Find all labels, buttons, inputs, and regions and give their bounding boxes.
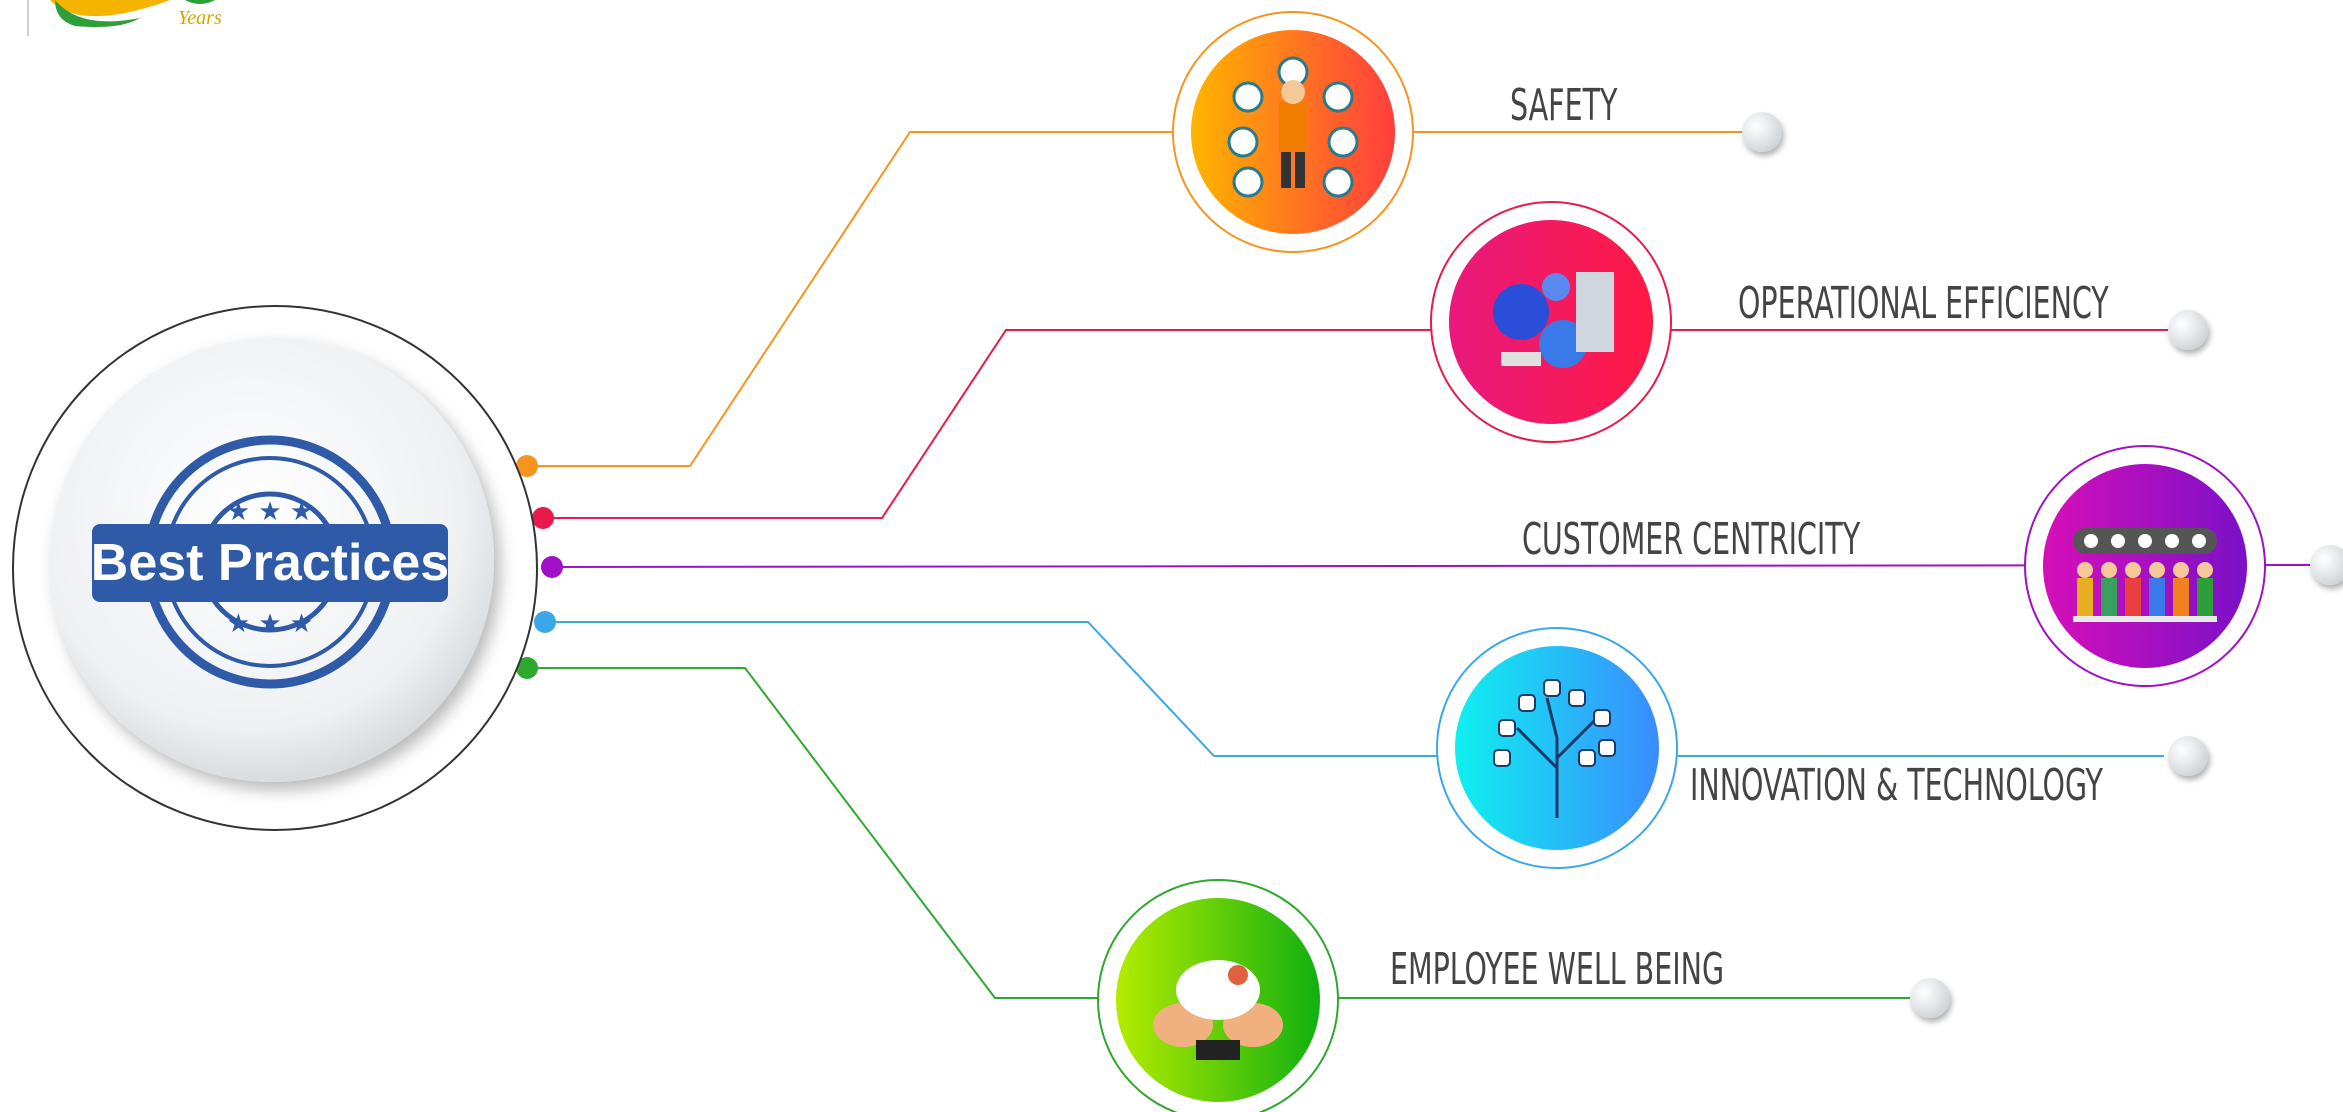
topic-disc-customer-centricity: [2043, 464, 2247, 668]
hub-title: Best Practices: [91, 534, 449, 592]
connector-customer-centricity: [551, 564, 2319, 568]
connector-dot-innovation-technology: [534, 611, 556, 633]
gears-efficiency-icon: [1493, 272, 1614, 368]
logo-caption: Years: [178, 7, 222, 29]
connector-dot-operational-efficiency: [532, 507, 554, 529]
endpoint-knob-customer-centricity: [2310, 545, 2343, 585]
endpoint-knob-safety: [1742, 112, 1782, 152]
topic-label-operational-efficiency: OPERATIONAL EFFICIENCY: [1738, 278, 2109, 329]
worker-safety-gear-icon: [1227, 56, 1359, 198]
connector-dot-employee-well-being: [516, 657, 538, 679]
endpoint-knob-innovation-technology: [2168, 736, 2208, 776]
customer-rating-stars-icon: [2073, 528, 2217, 622]
topic-node-operational-efficiency: [1430, 201, 1672, 443]
hub-node: ★ ★ ★ ★ ★ ★ Best Practices: [12, 305, 538, 831]
topic-label-customer-centricity: CUSTOMER CENTRICITY: [1522, 514, 1861, 565]
connector-innovation-technology: [545, 621, 2164, 757]
endpoint-knob-operational-efficiency: [2168, 310, 2208, 350]
topic-node-innovation-technology: [1436, 627, 1678, 869]
topic-node-safety: [1172, 11, 1414, 253]
endpoint-knob-employee-well-being: [1910, 978, 1950, 1018]
technology-tree-icon: [1493, 679, 1616, 818]
hands-wellbeing-icon: [1153, 960, 1283, 1060]
connector-dot-customer-centricity: [541, 556, 563, 578]
topic-node-customer-centricity: [2024, 445, 2266, 687]
best-practices-stamp-icon: ★ ★ ★ ★ ★ ★ Best Practices: [91, 435, 449, 689]
svg-text:★ ★ ★: ★ ★ ★: [227, 497, 313, 527]
topic-label-safety: SAFETY: [1510, 80, 1618, 131]
connector-employee-well-being: [527, 667, 1910, 999]
topic-nodes: [1097, 11, 2343, 1112]
svg-text:★ ★ ★: ★ ★ ★: [227, 609, 313, 639]
connector-operational-efficiency: [543, 329, 2168, 519]
connector-dot-safety: [516, 455, 538, 477]
company-logo: Years: [27, 0, 222, 36]
topic-label-employee-well-being: EMPLOYEE WELL BEING: [1390, 944, 1725, 995]
topic-disc-operational-efficiency: [1449, 220, 1653, 424]
topic-label-innovation-technology: INNOVATION & TECHNOLOGY: [1690, 760, 2103, 811]
topic-node-employee-well-being: [1097, 879, 1339, 1112]
